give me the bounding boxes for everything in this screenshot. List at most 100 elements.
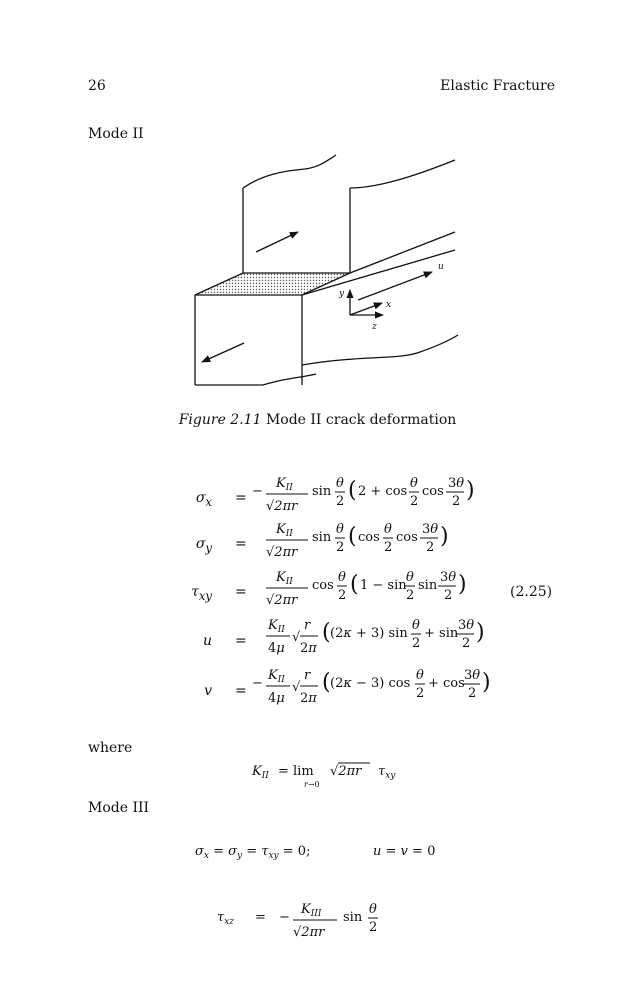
- section-mode-ii: Mode II: [88, 126, 144, 142]
- svg-text:θ: θ: [336, 522, 344, 537]
- svg-text:cos: cos: [396, 530, 418, 545]
- equation-rhs-artwork: − KII √2πr sin θ2 ( 2 + cos θ2 cos 3θ2 )…: [252, 476, 490, 706]
- where-label: where: [88, 740, 133, 756]
- section-mode-iii: Mode III: [88, 800, 150, 816]
- svg-text:+ sin: + sin: [424, 626, 459, 641]
- eq-lhs-sigma-x: σx: [195, 490, 212, 509]
- y-axis-label: y: [338, 289, 345, 299]
- svg-text:2π: 2π: [300, 691, 317, 706]
- svg-text:θ: θ: [416, 668, 424, 683]
- svg-text:−: −: [279, 910, 290, 925]
- svg-text:sin: sin: [343, 910, 363, 925]
- svg-text:(2κ − 3) cos: (2κ − 3) cos: [330, 676, 410, 691]
- crack-deformation-figure: y x z u: [194, 154, 459, 386]
- svg-text:(: (: [348, 478, 357, 503]
- svg-text:cos: cos: [422, 484, 444, 499]
- mode-iii-equations: σx = σy = τxy = 0; u = v = 0 τxz = − KII…: [195, 844, 435, 940]
- svg-text:√: √: [292, 630, 301, 645]
- x-axis-arrow: [349, 302, 383, 316]
- svg-text:2: 2: [452, 494, 460, 509]
- svg-text:2: 2: [468, 686, 476, 701]
- running-title: Elastic Fracture: [440, 78, 555, 94]
- svg-text:3θ: 3θ: [464, 668, 480, 683]
- svg-text:θ: θ: [384, 522, 392, 537]
- svg-text:(: (: [322, 620, 331, 645]
- svg-text:KII: KII: [267, 668, 285, 685]
- svg-text:): ): [466, 478, 475, 503]
- surface-edge-lower: [301, 249, 456, 296]
- svg-text:KII: KII: [275, 522, 293, 539]
- svg-text:): ): [476, 620, 485, 645]
- svg-text:θ: θ: [406, 570, 414, 585]
- svg-text:3θ: 3θ: [422, 522, 438, 537]
- u-displacement-arrow: [357, 271, 433, 301]
- svg-text:sin: sin: [312, 484, 332, 499]
- svg-text:√2πr: √2πr: [293, 925, 325, 940]
- svg-text:θ: θ: [338, 570, 346, 585]
- svg-text:2: 2: [369, 920, 377, 935]
- figure-caption-label: Figure 2.11: [178, 412, 262, 428]
- svg-text:2: 2: [426, 540, 434, 555]
- svg-text:θ: θ: [336, 476, 344, 491]
- eq-equals: =: [235, 536, 247, 552]
- svg-text:r: r: [304, 618, 311, 633]
- svg-text:sin: sin: [418, 578, 438, 593]
- svg-text:2: 2: [416, 686, 424, 701]
- svg-text:): ): [458, 572, 467, 597]
- svg-text:(: (: [348, 524, 357, 549]
- svg-text:√2πr: √2πr: [266, 545, 298, 560]
- svg-text:2π: 2π: [300, 641, 317, 656]
- svg-text:√2πr: √2πr: [266, 593, 298, 608]
- svg-text:cos: cos: [358, 530, 380, 545]
- svg-text:+ cos: + cos: [428, 676, 465, 691]
- svg-text:r: r: [304, 668, 311, 683]
- figure-caption: Figure 2.11 Mode II crack deformation: [0, 412, 635, 428]
- svg-text:2: 2: [384, 540, 392, 555]
- svg-text:3θ: 3θ: [440, 570, 456, 585]
- svg-text:(2κ + 3) sin: (2κ + 3) sin: [330, 626, 408, 641]
- svg-text:1 − sin: 1 − sin: [360, 578, 407, 593]
- svg-text:= lim: = lim: [278, 764, 314, 779]
- eq-equals: =: [235, 683, 247, 699]
- page-number: 26: [88, 78, 106, 94]
- figure-caption-text: Mode II crack deformation: [265, 412, 457, 428]
- lower-block-side-edge: [301, 334, 459, 366]
- svg-text:2: 2: [444, 588, 452, 603]
- svg-text:sin: sin: [312, 530, 332, 545]
- svg-text:4μ: 4μ: [268, 641, 285, 656]
- svg-text:KII: KII: [275, 476, 293, 493]
- svg-text:KII: KII: [275, 570, 293, 587]
- svg-text:σx = σy = τxy = 0;: σx = σy = τxy = 0;: [195, 844, 310, 861]
- upper-block-top-edge: [349, 159, 456, 189]
- upper-block-torn-edge: [242, 154, 337, 189]
- eq-lhs-sigma-y: σy: [195, 536, 212, 555]
- svg-text:2: 2: [412, 636, 420, 651]
- eq-lhs-tau-xy: τxy: [191, 584, 212, 603]
- svg-text:2: 2: [406, 588, 414, 603]
- kii-definition: KII = lim r→0 √2πr τxy: [251, 762, 396, 789]
- z-axis-label: z: [371, 322, 377, 332]
- svg-text:√2πr: √2πr: [266, 499, 298, 514]
- crack-face: [194, 272, 351, 296]
- svg-text:(: (: [350, 572, 359, 597]
- svg-text:−: −: [252, 676, 263, 691]
- eq-lhs-v: v: [204, 683, 212, 699]
- svg-text:θ: θ: [369, 902, 377, 917]
- equation-number: (2.25): [510, 584, 553, 600]
- upper-shear-arrow: [255, 231, 299, 253]
- svg-text:4μ: 4μ: [268, 691, 285, 706]
- svg-text:=: =: [255, 910, 266, 925]
- svg-text:√: √: [292, 680, 301, 695]
- svg-text:2: 2: [336, 494, 344, 509]
- svg-text:2: 2: [462, 636, 470, 651]
- svg-text:): ): [482, 670, 490, 695]
- svg-text:2 + cos: 2 + cos: [358, 484, 407, 499]
- svg-text:KII: KII: [251, 764, 269, 781]
- svg-text:r→0: r→0: [304, 780, 320, 789]
- lower-shear-arrow: [201, 342, 245, 363]
- svg-text:2: 2: [336, 540, 344, 555]
- eq-equals: =: [235, 490, 247, 506]
- svg-text:KIII: KIII: [300, 902, 322, 919]
- lower-block-bottom-edge: [195, 373, 317, 386]
- eq-lhs-u: u: [202, 633, 212, 649]
